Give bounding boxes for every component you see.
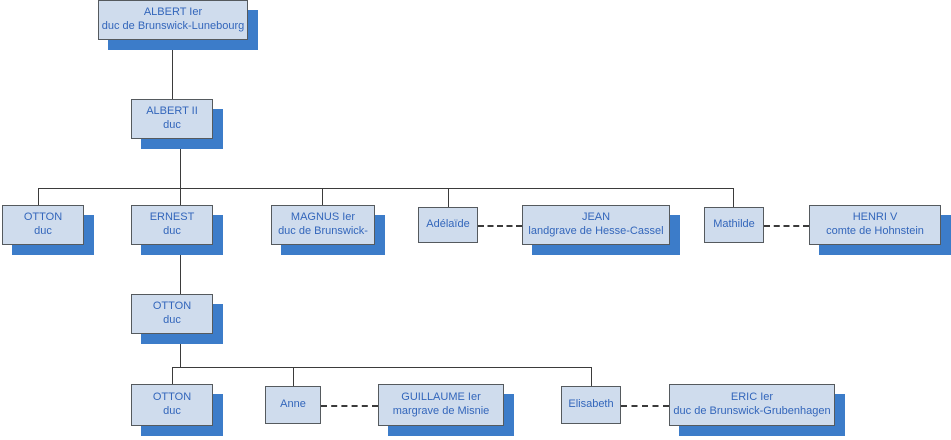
- node-label-line2: duc: [163, 405, 181, 417]
- connector-albert1-to-albert2: [172, 40, 173, 99]
- connector-drop-magnus: [322, 188, 323, 207]
- node-label-line2: duc: [163, 119, 181, 131]
- node-guillaume-1er[interactable]: GUILLAUME Ier margrave de Misnie: [378, 384, 504, 426]
- node-elisabeth[interactable]: Elisabeth: [561, 386, 621, 424]
- marriage-connector-elisabeth-eric: [621, 405, 669, 407]
- node-anne[interactable]: Anne: [265, 386, 321, 424]
- connector-drop-ernest: [180, 188, 181, 205]
- node-albert-1er[interactable]: ALBERT Ier duc de Brunswick-Lunebourg: [98, 0, 248, 40]
- node-adelaide[interactable]: Adélaïde: [418, 207, 478, 243]
- node-otton-duc-gen5[interactable]: OTTON duc: [131, 384, 213, 426]
- node-label-line1: ALBERT Ier: [143, 6, 203, 19]
- node-label-line1: OTTON: [152, 391, 192, 404]
- connector-drop-adelaide: [448, 188, 449, 207]
- node-label-line2: comte de Hohnstein: [826, 225, 924, 237]
- marriage-connector-anne-guillaume: [321, 405, 378, 407]
- connector-generation-5-bar: [172, 367, 591, 368]
- marriage-connector-adelaide-jean: [478, 225, 522, 227]
- node-label-line1: OTTON: [152, 300, 192, 313]
- node-label-line1: Anne: [280, 398, 306, 411]
- node-label-line1: ALBERT II: [146, 105, 198, 118]
- connector-otton4-down: [180, 334, 181, 367]
- node-mathilde[interactable]: Mathilde: [704, 207, 764, 243]
- node-label-line1: ERNEST: [149, 211, 195, 224]
- node-label-line1: JEAN: [581, 211, 611, 224]
- node-otton-duc-gen4[interactable]: OTTON duc: [131, 294, 213, 334]
- connector-drop-elisabeth: [591, 367, 592, 386]
- node-label-line2: duc: [34, 225, 52, 237]
- node-albert-ii[interactable]: ALBERT II duc: [131, 99, 213, 139]
- node-label-line2: duc: [163, 314, 181, 326]
- node-label-line1: MAGNUS Ier: [290, 211, 356, 224]
- node-henri-v[interactable]: HENRI V comte de Hohnstein: [809, 205, 941, 245]
- node-ernest-duc[interactable]: ERNEST duc: [131, 205, 213, 245]
- node-label-line2: duc de Brunswick-Grubenhagen: [673, 405, 831, 417]
- node-jean-hesse-cassel[interactable]: JEAN landgrave de Hesse-Cassel: [522, 205, 670, 245]
- connector-albert2-down: [180, 139, 181, 188]
- node-label-line1: Mathilde: [713, 218, 755, 231]
- node-label-line2: landgrave de Hesse-Cassel: [528, 225, 664, 237]
- node-label-line1: Adélaïde: [426, 218, 470, 231]
- node-otton-duc-gen3[interactable]: OTTON duc: [2, 205, 84, 245]
- node-label-line1: Elisabeth: [568, 398, 614, 411]
- node-label-line1: HENRI V: [852, 211, 898, 224]
- node-label-line1: ERIC Ier: [730, 391, 774, 404]
- connector-ernest-to-otton: [180, 245, 181, 294]
- connector-generation-3-bar: [38, 188, 734, 189]
- connector-drop-anne: [293, 367, 294, 386]
- connector-drop-mathilde: [733, 188, 734, 207]
- node-label-line2: duc de Brunswick-Lunebourg: [101, 20, 245, 32]
- node-label-line2: duc: [163, 225, 181, 237]
- connector-drop-otton-gen5: [172, 367, 173, 384]
- node-magnus-1er[interactable]: MAGNUS Ier duc de Brunswick-: [271, 205, 375, 245]
- marriage-connector-mathilde-henri: [764, 225, 809, 227]
- node-label-line1: GUILLAUME Ier: [401, 391, 481, 404]
- connector-drop-otton-gen3: [38, 188, 39, 205]
- node-label-line2: margrave de Misnie: [392, 405, 490, 417]
- node-label-line2: duc de Brunswick-: [278, 225, 368, 237]
- node-eric-1er[interactable]: ERIC Ier duc de Brunswick-Grubenhagen: [669, 384, 835, 426]
- node-label-line1: OTTON: [23, 211, 63, 224]
